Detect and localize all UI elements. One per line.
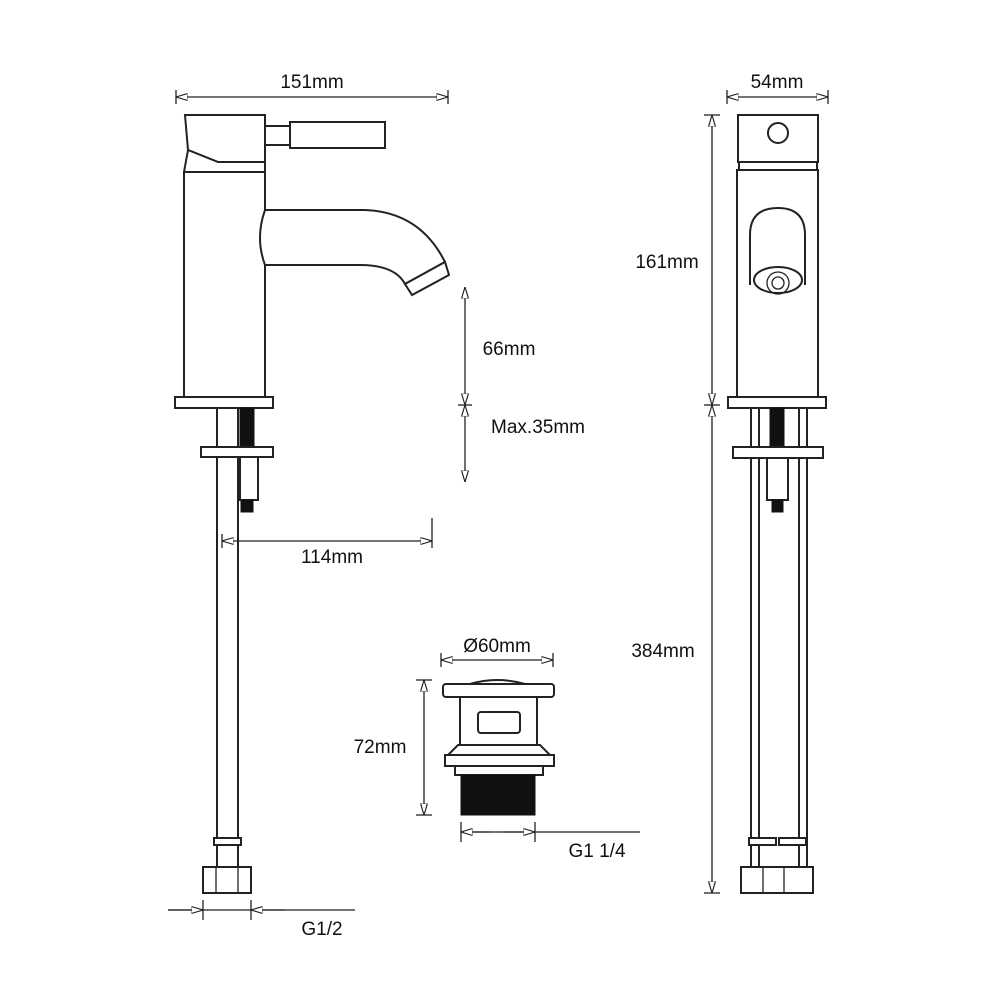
click-clack-waste xyxy=(442,679,555,816)
flexible-hose xyxy=(216,407,239,869)
overall-width-label: 151mm xyxy=(280,72,344,93)
aerator-front xyxy=(753,266,803,294)
flexible-hose xyxy=(798,407,808,869)
waste-dimensions xyxy=(416,653,640,842)
spout xyxy=(259,209,447,286)
side-view-tap xyxy=(174,114,451,894)
fixing-bolt xyxy=(239,456,259,501)
hose-length-label: 384mm xyxy=(631,641,695,662)
mounting-stud xyxy=(239,407,255,448)
flexible-hose xyxy=(750,407,760,869)
inlet-connection-label: G1/2 xyxy=(301,919,343,940)
spout-height-label: 66mm xyxy=(482,339,536,360)
backing-washer xyxy=(732,446,824,459)
side-view-dimensions xyxy=(168,90,472,920)
base-plate xyxy=(174,396,274,409)
lever-stem xyxy=(264,125,291,146)
body-height-label: 161mm xyxy=(635,252,699,273)
waste-height-label: 72mm xyxy=(353,737,407,758)
lever-handle xyxy=(289,121,386,149)
waste-cap xyxy=(442,683,555,698)
backing-washer xyxy=(200,446,274,458)
front-view-dimensions xyxy=(704,90,829,894)
aerator xyxy=(403,260,451,297)
overflow-slot xyxy=(477,711,521,734)
waste-thread-label: G1 1/4 xyxy=(568,841,626,862)
hose-nuts xyxy=(740,866,814,894)
front-view-tap xyxy=(727,114,827,894)
waste-diameter-label: Ø60mm xyxy=(463,636,531,657)
waste-thread xyxy=(460,774,536,816)
fixing-bolt xyxy=(766,457,789,501)
front-width-label: 54mm xyxy=(750,72,804,93)
waste-flange xyxy=(444,754,555,767)
spout-front xyxy=(749,206,806,285)
lever-hole xyxy=(767,122,789,144)
max-deck-thickness-label: Max.35mm xyxy=(491,417,585,438)
spout-reach-label: 114mm xyxy=(301,547,363,568)
tap-body xyxy=(183,171,266,398)
base-plate xyxy=(727,396,827,409)
hose-nut xyxy=(202,866,252,894)
